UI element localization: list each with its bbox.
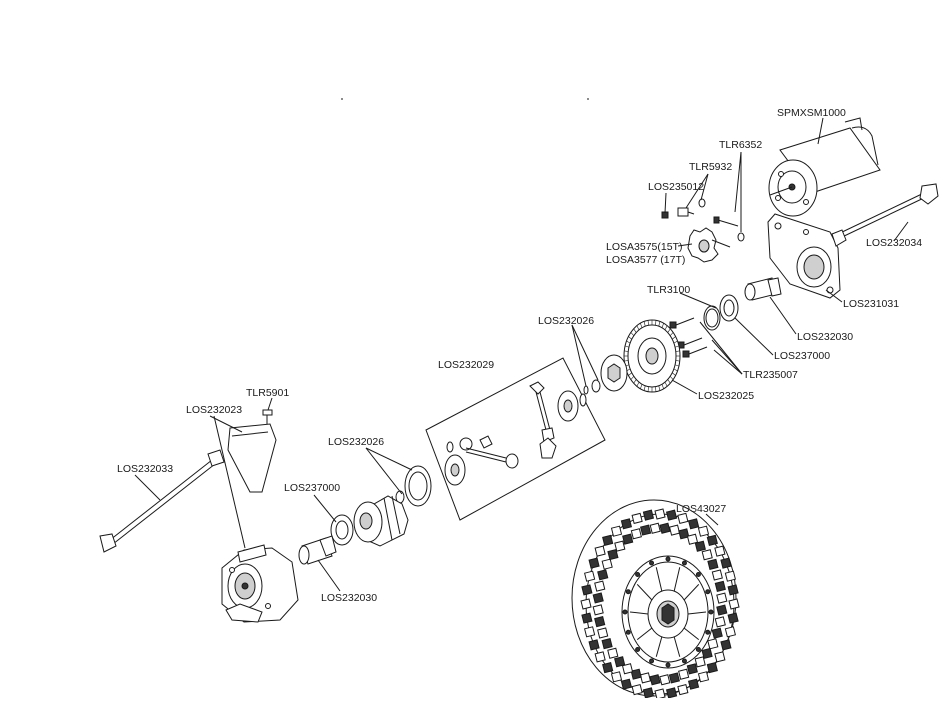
label-los237000-right: LOS237000: [774, 350, 830, 362]
label-tlr5932: TLR5932: [689, 161, 732, 173]
outdrive-right-part: [744, 277, 782, 301]
label-los232033: LOS232033: [117, 463, 173, 475]
spur-gear-part: [623, 319, 681, 393]
diff-internals-parts: [444, 381, 587, 486]
motor-plate-part: [767, 213, 841, 299]
label-tlr6352: TLR6352: [719, 139, 762, 151]
outdrive-left-part: [298, 535, 337, 565]
label-los232030-right: LOS232030: [797, 331, 853, 343]
diff-internals-frame: [425, 357, 606, 521]
label-los231031: LOS231031: [843, 298, 899, 310]
label-los43027: LOS43027: [676, 503, 726, 515]
label-losa3577: LOSA3577 (17T): [606, 254, 685, 266]
tire-part: [571, 499, 740, 700]
motor-part: [768, 117, 881, 217]
label-los232023: LOS232023: [186, 404, 242, 416]
diff-case-part: [353, 495, 409, 547]
bearing-right-part: [719, 294, 739, 322]
cover-plate-part: [227, 423, 277, 493]
label-los232025: LOS232025: [698, 390, 754, 402]
label-los232034: LOS232034: [866, 237, 922, 249]
label-tlr3100: TLR3100: [647, 284, 690, 296]
driveshaft-left-part: [99, 449, 225, 553]
label-los235012: LOS235012: [648, 181, 704, 193]
label-tlr5901: TLR5901: [246, 387, 289, 399]
shim-right-part: [703, 305, 721, 331]
pinion-screws: [661, 198, 745, 242]
label-spmxsm1000: SPMXSM1000: [777, 107, 846, 119]
pinion-gear-part: [687, 227, 731, 263]
part-labels: SPMXSM1000 TLR6352 TLR5932 LOS235012 LOS…: [117, 107, 922, 604]
diff-plate-left-part: [404, 465, 432, 507]
bearing-left-part: [330, 514, 354, 546]
gearbox-housing-part: [221, 544, 299, 623]
diff-shim-top-part: [583, 379, 601, 395]
driveshaft-right-part: [831, 183, 939, 247]
label-los232030-left: LOS232030: [321, 592, 377, 604]
screw-top-part: [262, 409, 273, 424]
label-tlr235007: TLR235007: [743, 369, 798, 381]
diff-plate-top-part: [600, 354, 628, 392]
leader-lines: [134, 117, 909, 592]
label-los237000-left: LOS237000: [284, 482, 340, 494]
label-losa3575: LOSA3575(15T): [606, 241, 682, 253]
label-los232029: LOS232029: [438, 359, 494, 371]
label-los232026-left: LOS232026: [328, 436, 384, 448]
label-los232026-top: LOS232026: [538, 315, 594, 327]
